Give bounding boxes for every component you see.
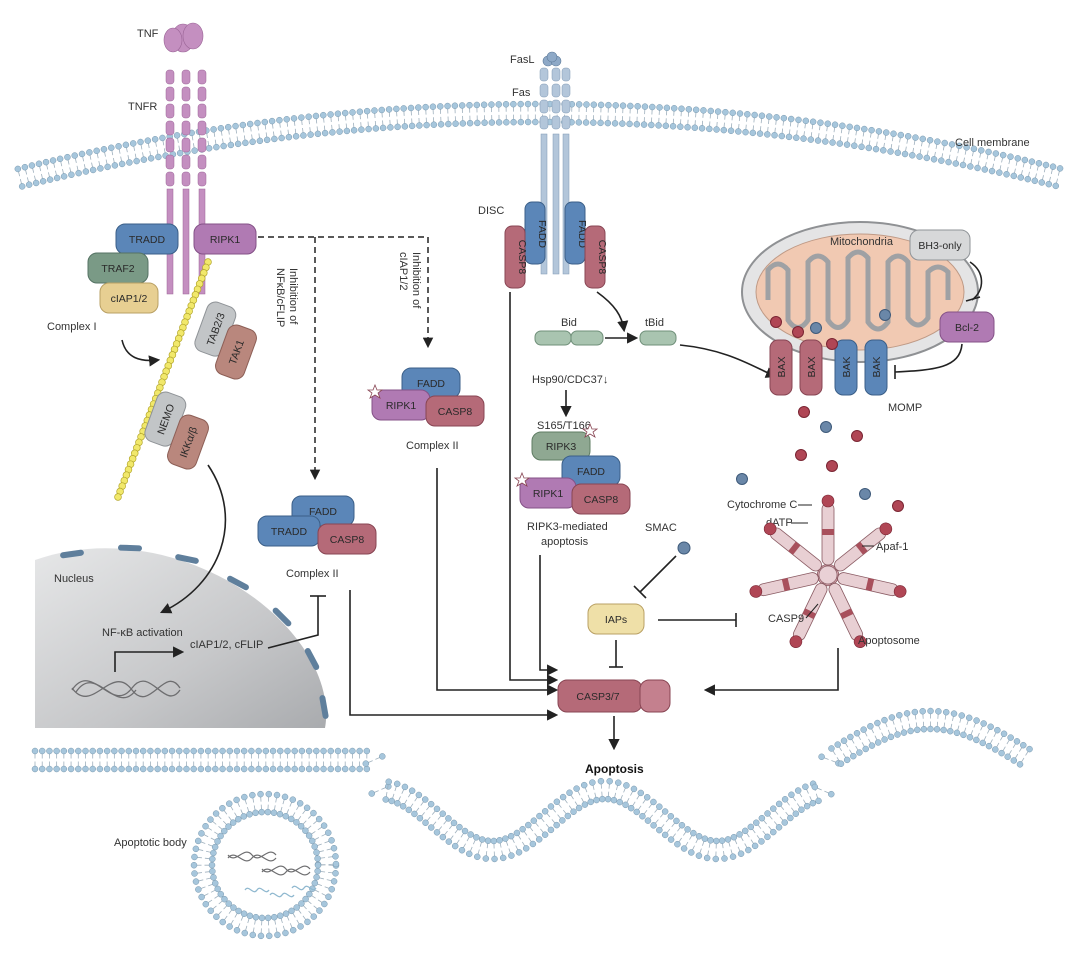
inhibition-ciap-label: Inhibition of cIAP1/2 xyxy=(397,252,422,309)
cytochrome-c-molecules xyxy=(736,309,904,512)
inhibition-nfkb-label: Inhibition of NFκB/cFLIP xyxy=(274,268,299,327)
protein-fadd: FADD xyxy=(536,220,548,248)
bid-label: Bid xyxy=(561,317,577,329)
smac-iaps: SMAC IAPs xyxy=(587,522,737,668)
protein-bax: BAX xyxy=(776,356,788,377)
complex-ii-mid-label: Complex II xyxy=(406,440,459,452)
apoptosis-label: Apoptosis xyxy=(585,762,644,776)
apoptotic-body-vesicle xyxy=(190,790,340,940)
ripk3-complex: Hsp90/CDC37↓ S165/T166 RIPK3 FADD RIPK1 … xyxy=(513,374,631,676)
complex-i: TRADD RIPK1 TRAF2 cIAP1/2 Complex I TAB2… xyxy=(47,223,257,614)
svg-text:Inhibition of: Inhibition of xyxy=(410,252,422,309)
bcl2-regulation: BH3-only Bcl-2 xyxy=(894,229,995,379)
disc-label: DISC xyxy=(478,205,504,217)
tnfr-label: TNFR xyxy=(128,101,157,113)
fasl-ligand xyxy=(542,51,562,67)
svg-text:NFκB/cFLIP: NFκB/cFLIP xyxy=(274,268,286,327)
fas-receptor: FasL Fas xyxy=(510,51,571,275)
protein-casp8: CASP8 xyxy=(584,494,619,506)
svg-text:Inhibition of: Inhibition of xyxy=(287,268,299,325)
hsp90-label: Hsp90/CDC37↓ xyxy=(532,374,608,386)
cell-membrane-bottom xyxy=(31,707,1033,863)
mitochondria-label: Mitochondria xyxy=(830,236,894,248)
protein-bh3only: BH3-only xyxy=(918,240,962,252)
complex-ii-left-label: Complex II xyxy=(286,568,339,580)
phospho-star-icon xyxy=(513,471,531,487)
phospho-star-icon xyxy=(366,383,384,399)
disc-complex: DISC FADD CASP8 FADD CASP8 xyxy=(478,201,629,686)
momp-label: MOMP xyxy=(888,402,922,414)
tnf-ligand xyxy=(163,22,204,53)
protein-bak: BAK xyxy=(871,356,883,377)
protein-casp8: CASP8 xyxy=(330,534,365,546)
protein-casp37: CASP3/7 xyxy=(576,691,619,703)
protein-tradd: TRADD xyxy=(129,234,166,246)
fasl-label: FasL xyxy=(510,54,534,66)
protein-iaps: IAPs xyxy=(605,614,627,626)
nfkb-activation-label: NF-κB activation xyxy=(102,627,183,639)
dna-icon xyxy=(71,680,181,699)
cell-membrane-label: Cell membrane xyxy=(955,137,1030,149)
protein-casp8: CASP8 xyxy=(516,240,528,275)
protein-ripk1: RIPK1 xyxy=(386,400,417,412)
complex-ii-left: FADD TRADD CASP8 Complex II xyxy=(257,495,559,721)
protein-casp8: CASP8 xyxy=(438,406,473,418)
protein-traf2: TRAF2 xyxy=(101,263,134,275)
casp37: CASP3/7 Apoptosis xyxy=(557,679,671,776)
apoptosome xyxy=(749,494,907,648)
protein-ripk1: RIPK1 xyxy=(533,488,564,500)
protein-ripk1: RIPK1 xyxy=(210,234,241,246)
svg-text:RIPK3-mediated: RIPK3-mediated xyxy=(527,521,608,533)
protein-fadd: FADD xyxy=(577,466,605,478)
complex-i-label: Complex I xyxy=(47,321,97,333)
nucleus: Nucleus NF-κB activation cIAP1/2, cFLIP xyxy=(35,544,329,728)
casp9-label: CASP9 xyxy=(768,613,804,625)
tnf-label: TNF xyxy=(137,28,159,40)
cell-membrane-top xyxy=(14,100,1064,190)
protein-casp8: CASP8 xyxy=(596,240,608,275)
phospho-star-icon xyxy=(581,422,599,438)
apoptotic-body-label: Apoptotic body xyxy=(114,837,187,849)
protein-bax: BAX xyxy=(806,356,818,377)
smac-label: SMAC xyxy=(645,522,677,534)
protein-fadd: FADD xyxy=(309,506,337,518)
svg-text:cIAP1/2: cIAP1/2 xyxy=(397,252,409,291)
protein-ciap12: cIAP1/2 xyxy=(111,293,148,305)
bid-cleavage: Bid tBid xyxy=(534,317,778,378)
s165-label: S165/T166 xyxy=(537,420,591,432)
protein-tradd: TRADD xyxy=(271,526,308,538)
svg-text:apoptosis: apoptosis xyxy=(541,536,589,548)
apaf1-label: Apaf-1 xyxy=(876,541,908,553)
fas-label: Fas xyxy=(512,87,531,99)
tbid-label: tBid xyxy=(645,317,664,329)
protein-bak: BAK xyxy=(841,356,853,377)
apoptosome-label: Apoptosome xyxy=(858,635,920,647)
protein-fadd: FADD xyxy=(417,378,445,390)
protein-bcl2: Bcl-2 xyxy=(955,322,979,334)
cytochrome-c-label: Cytochrome C xyxy=(727,499,797,511)
bax-bak-pores: BAX BAX BAK BAK MOMP xyxy=(769,339,922,414)
nucleus-label: Nucleus xyxy=(54,573,94,585)
protein-ripk3: RIPK3 xyxy=(546,441,577,453)
complex-ii-mid: FADD RIPK1 CASP8 Complex II xyxy=(366,367,559,696)
ciap-cflip-label: cIAP1/2, cFLIP xyxy=(190,639,263,651)
